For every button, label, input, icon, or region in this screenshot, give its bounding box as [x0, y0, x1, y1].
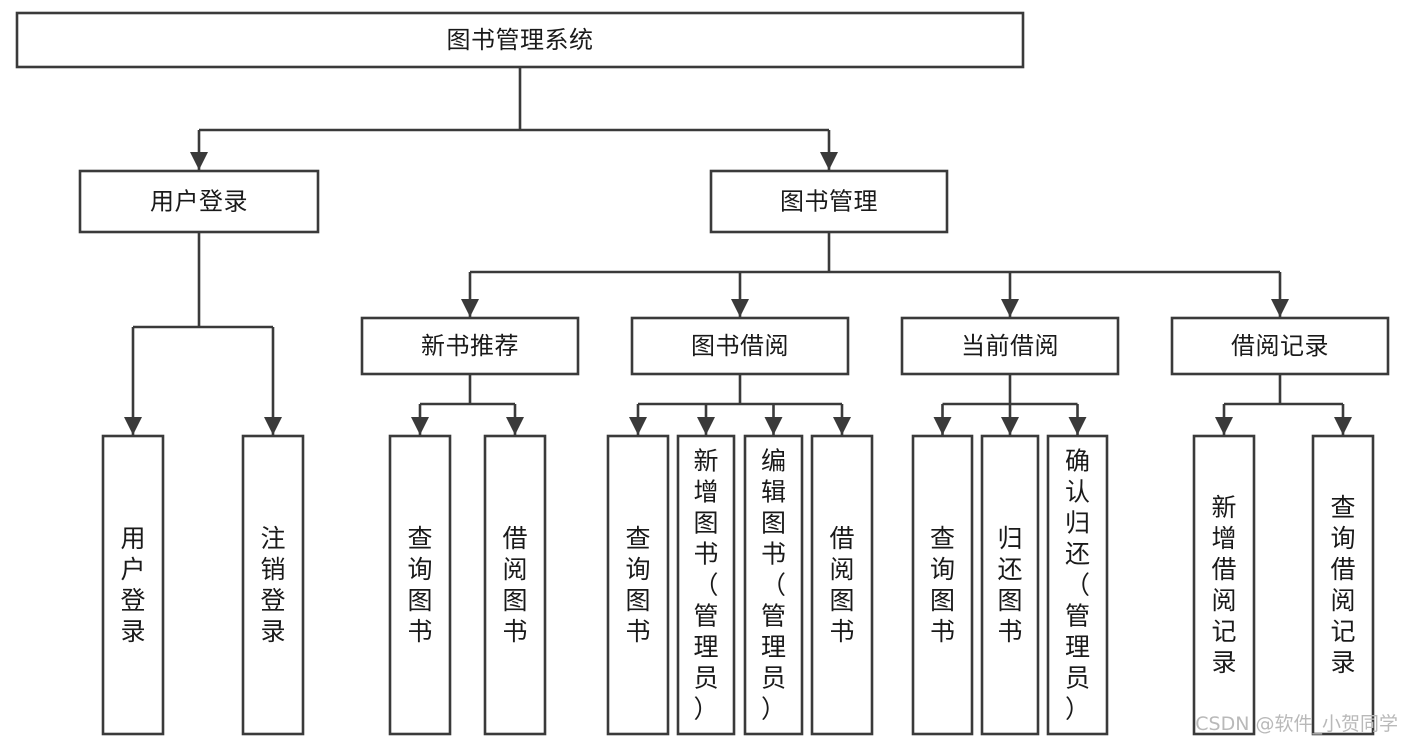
node-box-leaf-edit-book — [743, 434, 804, 736]
node-box-root — [15, 11, 1025, 69]
arrowhead-leaf-query-book-1 — [411, 417, 429, 435]
node-label-leaf-edit-book: 编辑图书（管理员） — [761, 447, 786, 724]
csdn-watermark: CSDN @软件_小贺同学 — [1195, 713, 1398, 735]
arrowhead-book-borrow — [731, 299, 749, 317]
arrowhead-leaf-logout — [264, 417, 282, 435]
arrowhead-book-manage — [820, 152, 838, 170]
arrowhead-leaf-edit-book — [764, 417, 783, 435]
node-label-book-borrow: 图书借阅 — [691, 332, 789, 360]
node-box-leaf-borrow-book-1 — [483, 434, 547, 736]
node-book-manage[interactable]: 图书管理 — [709, 169, 949, 234]
node-box-leaf-return-book — [980, 434, 1040, 736]
node-box-leaf-logout — [241, 434, 305, 736]
node-current-borrow[interactable]: 当前借阅 — [900, 316, 1120, 376]
node-user-login[interactable]: 用户登录 — [78, 169, 320, 234]
arrowhead-leaf-borrow-book-1 — [506, 417, 524, 435]
connectors-layer — [124, 67, 1352, 435]
node-leaf-borrow-book-2[interactable]: 借阅图书 — [810, 434, 874, 736]
node-box-leaf-add-book — [676, 434, 736, 736]
arrowhead-leaf-query-record — [1334, 417, 1352, 435]
node-leaf-add-record[interactable]: 新增借阅记录 — [1192, 434, 1256, 736]
arrowhead-leaf-add-book — [697, 417, 715, 435]
node-label-leaf-query-book-3: 查询图书 — [930, 524, 955, 646]
arrowhead-new-book-rec — [461, 299, 479, 317]
node-leaf-query-book-1[interactable]: 查询图书 — [388, 434, 452, 736]
node-label-leaf-add-book: 新增图书（管理员） — [693, 447, 718, 724]
node-box-leaf-query-record — [1311, 434, 1375, 736]
node-borrow-record[interactable]: 借阅记录 — [1170, 316, 1390, 376]
node-box-leaf-query-book-3 — [911, 434, 974, 736]
node-leaf-query-book-3[interactable]: 查询图书 — [911, 434, 974, 736]
arrowhead-leaf-borrow-book-2 — [833, 417, 851, 435]
node-box-new-book-rec — [360, 316, 580, 376]
nodes-layer: 图书管理系统用户登录图书管理新书推荐图书借阅当前借阅借阅记录用户登录注销登录查询… — [15, 11, 1390, 736]
node-book-borrow[interactable]: 图书借阅 — [630, 316, 850, 376]
node-label-root: 图书管理系统 — [447, 26, 594, 54]
node-leaf-return-book[interactable]: 归还图书 — [980, 434, 1040, 736]
node-label-leaf-query-record: 查询借阅记录 — [1330, 493, 1355, 677]
node-leaf-add-book[interactable]: 新增图书（管理员） — [676, 434, 736, 736]
node-box-book-borrow — [630, 316, 850, 376]
node-leaf-user-login[interactable]: 用户登录 — [101, 434, 165, 736]
arrowhead-leaf-query-book-3 — [933, 417, 952, 435]
node-leaf-logout[interactable]: 注销登录 — [241, 434, 305, 736]
node-root[interactable]: 图书管理系统 — [15, 11, 1025, 69]
node-box-leaf-user-login — [101, 434, 165, 736]
node-label-borrow-record: 借阅记录 — [1231, 332, 1329, 360]
node-label-user-login: 用户登录 — [150, 188, 248, 216]
node-box-leaf-query-book-2 — [606, 434, 670, 736]
node-label-leaf-logout: 注销登录 — [260, 524, 285, 646]
node-leaf-edit-book[interactable]: 编辑图书（管理员） — [743, 434, 804, 736]
arrowhead-borrow-record — [1271, 299, 1289, 317]
node-box-borrow-record — [1170, 316, 1390, 376]
arrowhead-leaf-user-login — [124, 417, 142, 435]
node-label-book-manage: 图书管理 — [780, 188, 878, 216]
arrowhead-leaf-add-record — [1215, 417, 1233, 435]
node-label-leaf-query-book-1: 查询图书 — [407, 524, 432, 646]
node-leaf-confirm-return[interactable]: 确认归还（管理员） — [1046, 434, 1109, 736]
node-label-current-borrow: 当前借阅 — [961, 332, 1059, 360]
node-label-leaf-borrow-book-2: 借阅图书 — [829, 524, 854, 646]
arrowhead-current-borrow — [1001, 299, 1019, 317]
node-new-book-rec[interactable]: 新书推荐 — [360, 316, 580, 376]
node-label-leaf-add-record: 新增借阅记录 — [1211, 493, 1236, 677]
node-leaf-query-record[interactable]: 查询借阅记录 — [1311, 434, 1375, 736]
arrowhead-leaf-confirm-return — [1068, 417, 1087, 435]
node-leaf-query-book-2[interactable]: 查询图书 — [606, 434, 670, 736]
node-label-leaf-query-book-2: 查询图书 — [625, 524, 650, 646]
arrowhead-leaf-return-book — [1001, 417, 1019, 435]
node-label-new-book-rec: 新书推荐 — [421, 332, 519, 360]
arrowhead-leaf-query-book-2 — [629, 417, 647, 435]
node-box-leaf-confirm-return — [1046, 434, 1109, 736]
node-label-leaf-user-login: 用户登录 — [120, 524, 145, 646]
node-leaf-borrow-book-1[interactable]: 借阅图书 — [483, 434, 547, 736]
node-box-leaf-query-book-1 — [388, 434, 452, 736]
node-box-user-login — [78, 169, 320, 234]
node-label-leaf-return-book: 归还图书 — [997, 524, 1022, 646]
node-box-current-borrow — [900, 316, 1120, 376]
node-box-leaf-add-record — [1192, 434, 1256, 736]
arrowhead-user-login — [190, 152, 208, 170]
node-label-leaf-confirm-return: 确认归还（管理员） — [1065, 447, 1090, 724]
node-box-book-manage — [709, 169, 949, 234]
node-box-leaf-borrow-book-2 — [810, 434, 874, 736]
node-label-leaf-borrow-book-1: 借阅图书 — [502, 524, 527, 646]
